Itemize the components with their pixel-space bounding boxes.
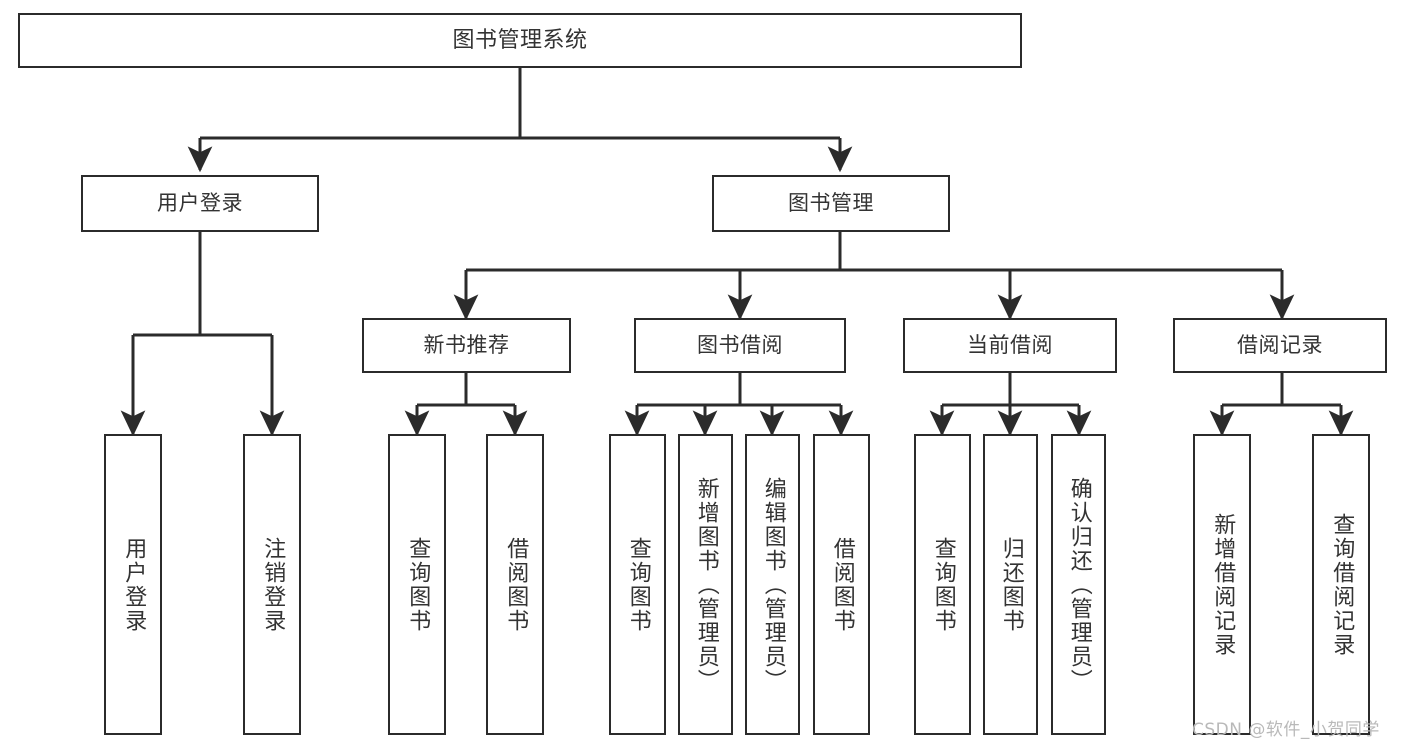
node-current-borrow[interactable]: 当前借阅 [903,318,1117,373]
node-label: 新增借阅记录 [1210,512,1236,657]
node-label: 查询图书 [625,536,651,633]
node-leaf-edit-book[interactable]: 编辑图书（管理员） [745,434,800,735]
node-leaf-add-book[interactable]: 新增图书（管理员） [678,434,733,735]
node-leaf-query-book-1[interactable]: 查询图书 [388,434,446,735]
node-leaf-borrow-book-2[interactable]: 借阅图书 [813,434,870,735]
node-label: 查询图书 [405,536,431,633]
node-label: 归还图书 [998,536,1024,633]
node-label: 确认归还（管理员） [1066,476,1092,693]
node-leaf-query-book-3[interactable]: 查询图书 [914,434,971,735]
node-label: 新书推荐 [423,333,510,358]
node-leaf-borrow-book-1[interactable]: 借阅图书 [486,434,544,735]
node-label: 当前借阅 [967,333,1053,358]
node-label: 查询图书 [930,536,956,633]
node-leaf-logout-login[interactable]: 注销登录 [243,434,301,735]
node-label: 借阅图书 [829,536,855,633]
node-label: 注销登录 [260,536,286,633]
node-label: 图书借阅 [697,333,783,358]
node-book-manage[interactable]: 图书管理 [712,175,950,232]
node-root-book-management-system[interactable]: 图书管理系统 [18,13,1022,68]
node-label: 借阅图书 [503,536,529,633]
node-leaf-confirm-return[interactable]: 确认归还（管理员） [1051,434,1106,735]
node-leaf-add-borrow-record[interactable]: 新增借阅记录 [1193,434,1251,735]
csdn-watermark: CSDN @软件_小贺同学 [1192,720,1380,740]
node-label: 图书管理 [788,191,874,216]
node-leaf-user-login[interactable]: 用户登录 [104,434,162,735]
node-borrow-record[interactable]: 借阅记录 [1173,318,1387,373]
node-book-borrow[interactable]: 图书借阅 [634,318,846,373]
node-leaf-query-book-2[interactable]: 查询图书 [609,434,666,735]
node-label: 用户登录 [157,191,243,216]
node-label: 新增图书（管理员） [693,476,719,693]
node-leaf-query-borrow-record[interactable]: 查询借阅记录 [1312,434,1370,735]
node-leaf-return-book[interactable]: 归还图书 [983,434,1038,735]
node-label: 编辑图书（管理员） [760,476,786,693]
node-label: 用户登录 [121,536,147,633]
node-user-login[interactable]: 用户登录 [81,175,319,232]
node-label: 图书管理系统 [452,27,588,53]
node-label: 借阅记录 [1237,333,1323,358]
node-label: 查询借阅记录 [1329,512,1355,657]
node-new-book-recommend[interactable]: 新书推荐 [362,318,571,373]
